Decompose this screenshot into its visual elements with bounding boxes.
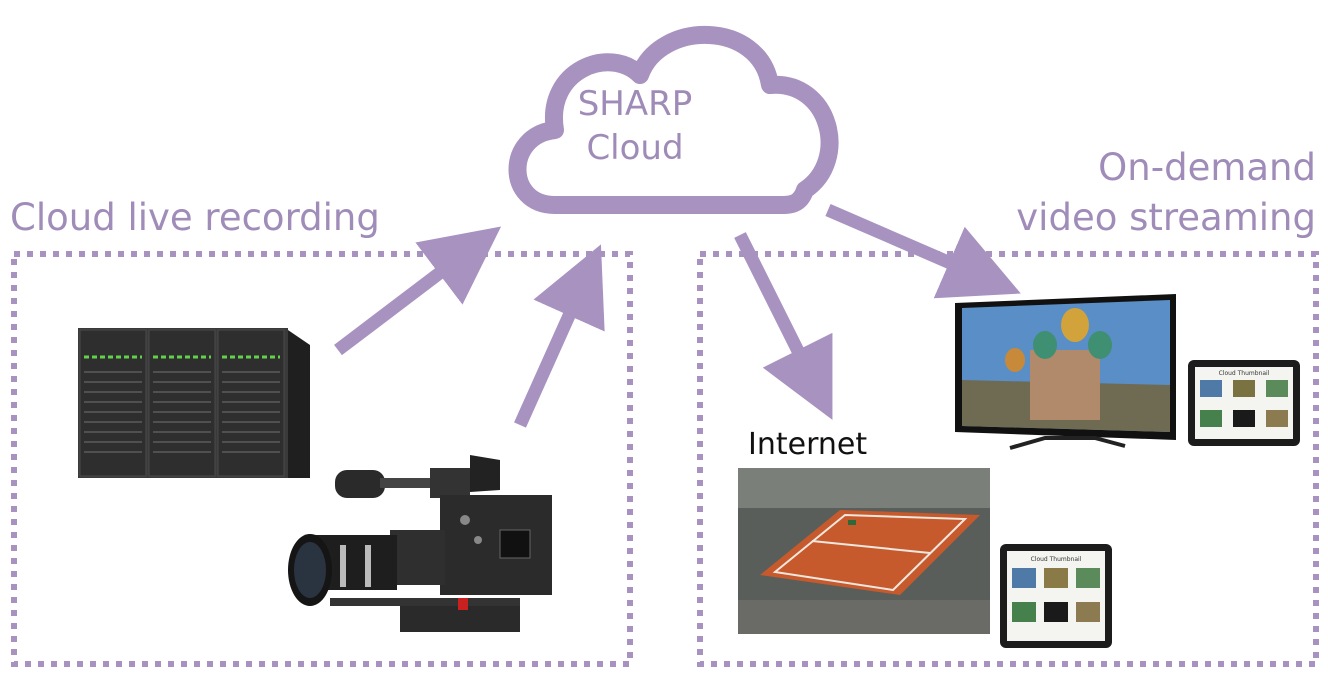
arrow-camera-to-cloud	[514, 244, 605, 428]
right-panel-title-line1: On-demand	[1098, 146, 1316, 189]
internet-label: Internet	[748, 427, 868, 462]
arrow-cloud-to-tv	[825, 204, 1021, 299]
left-panel-title: Cloud live recording	[10, 196, 380, 239]
cloud-icon	[508, 25, 839, 214]
tablet-image-top: Cloud Thumbnail	[1188, 360, 1300, 446]
cloud-label: SHARP Cloud	[560, 82, 710, 170]
television-image	[955, 294, 1176, 450]
arrow-cloud-to-internet	[734, 232, 833, 420]
camera-image	[288, 455, 552, 632]
left-group-box	[11, 251, 633, 667]
cloud-label-line2: Cloud	[586, 128, 684, 168]
arrow-server-to-cloud	[334, 226, 502, 356]
tablet-image-bottom: Cloud Thumbnail	[1000, 544, 1112, 648]
server-rack-image	[78, 328, 310, 478]
tablet-top-title: Cloud Thumbnail	[1219, 370, 1270, 377]
right-group-box	[697, 251, 1319, 667]
tablet-bottom-title: Cloud Thumbnail	[1031, 556, 1082, 563]
cloud-label-line1: SHARP	[577, 84, 693, 124]
right-panel-title-line2: video streaming	[1016, 196, 1316, 239]
tennis-stadium-image	[738, 468, 990, 634]
